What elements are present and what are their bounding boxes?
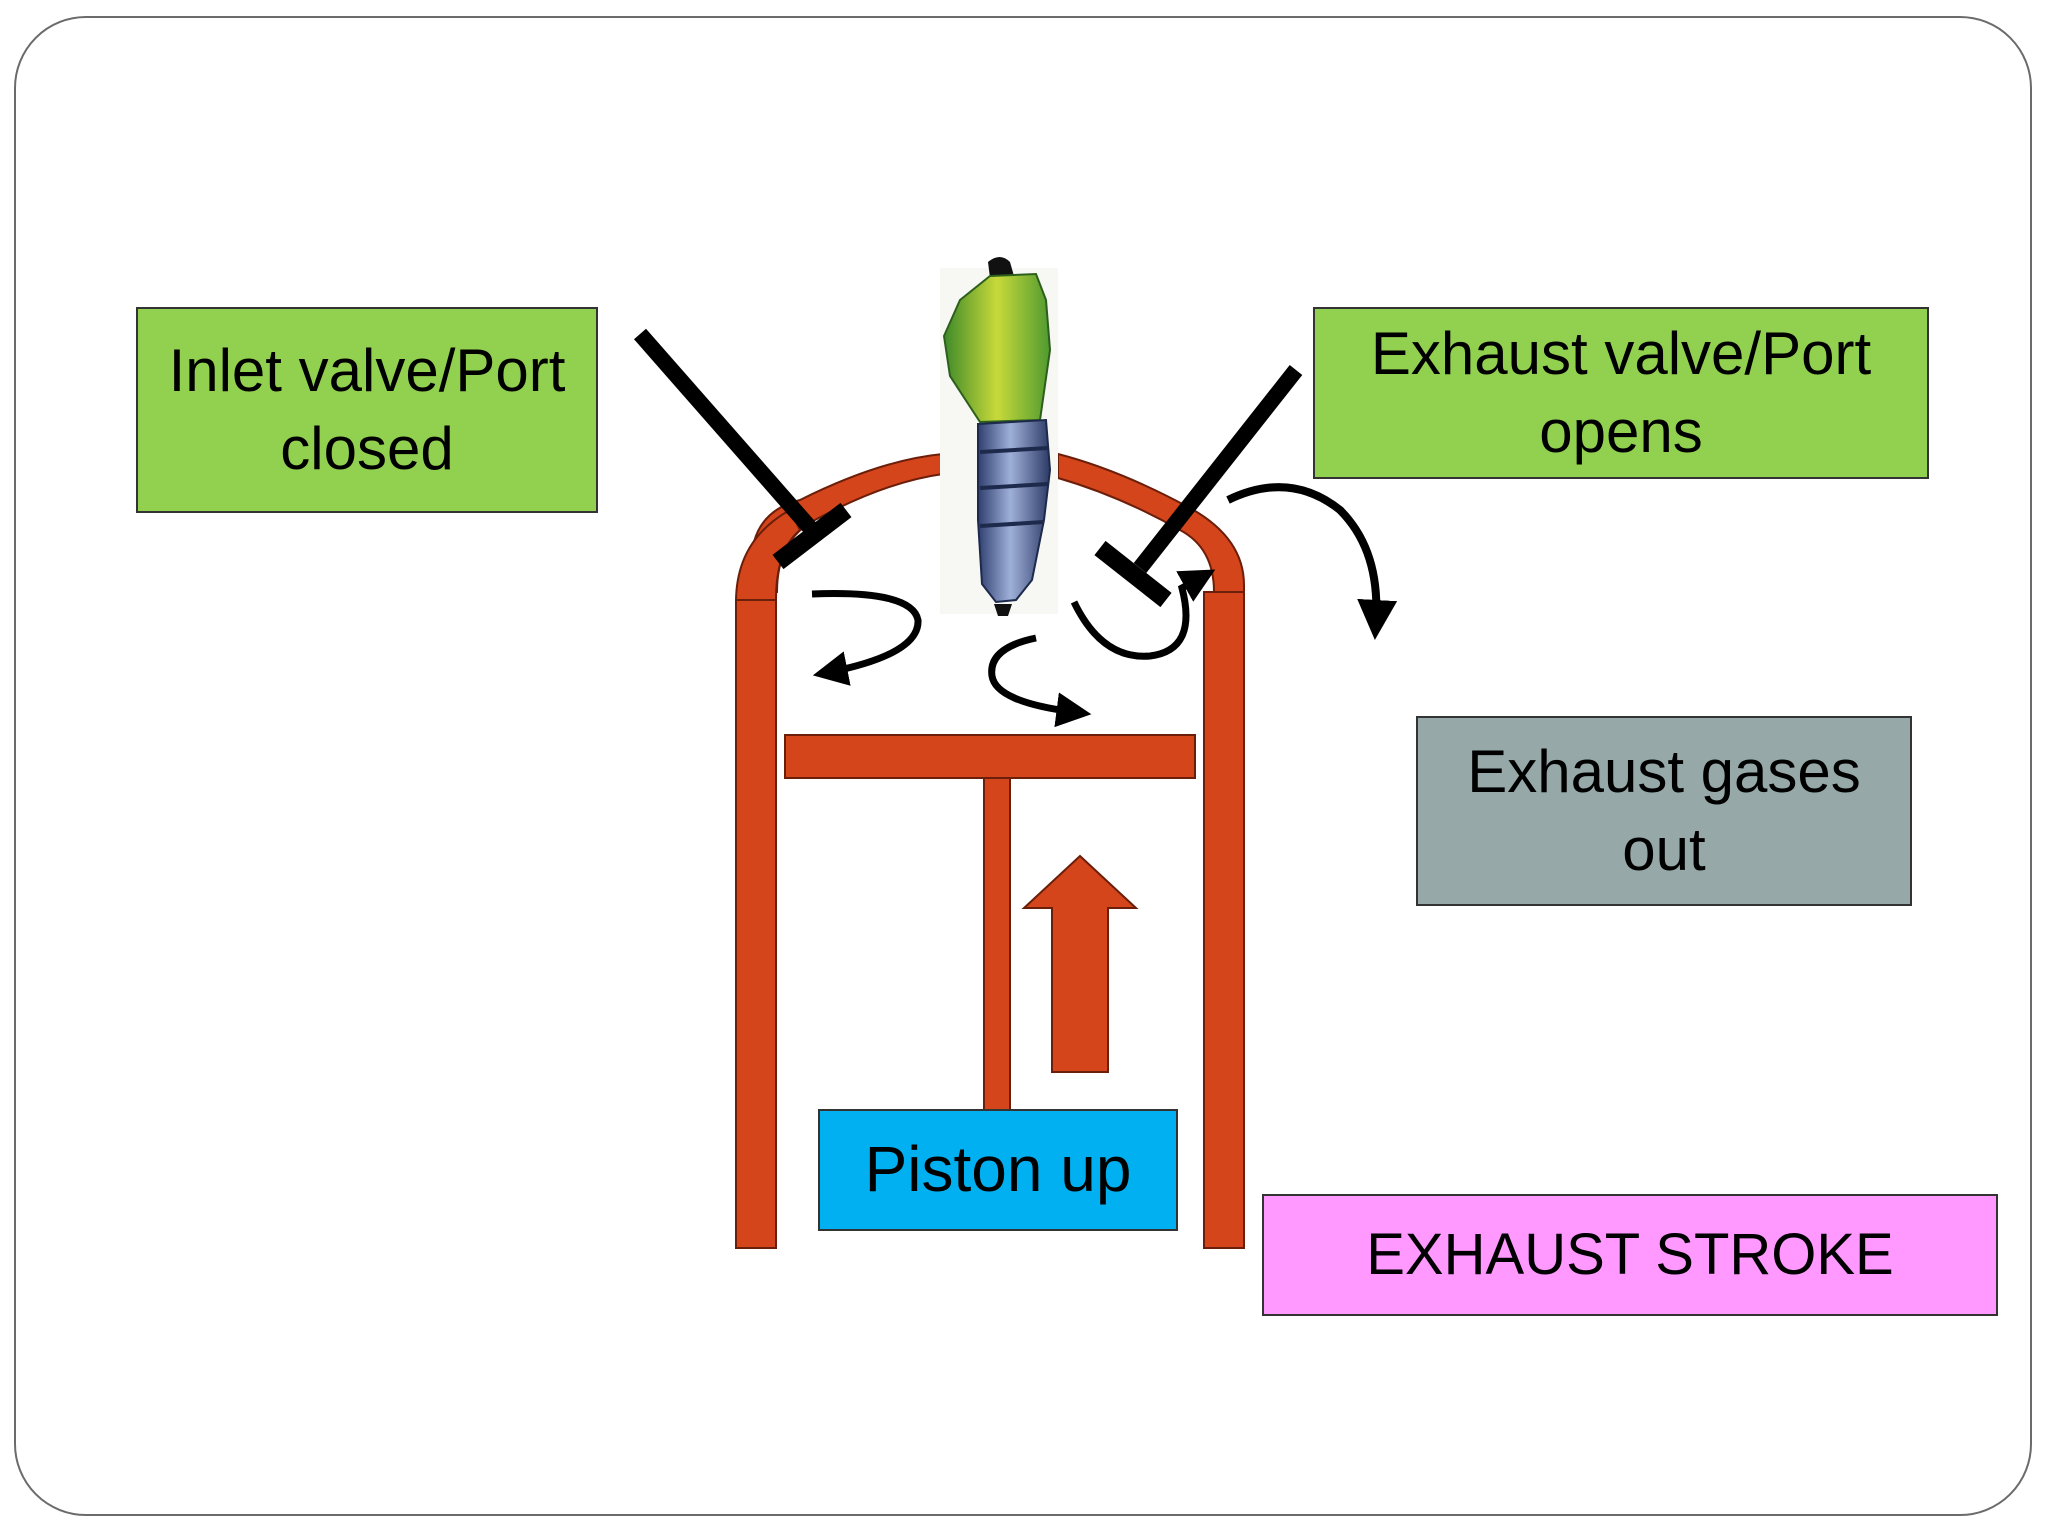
piston-rod	[983, 777, 1011, 1111]
cylinder-wall-right	[1203, 591, 1245, 1249]
swirl-arrow-center	[988, 634, 1092, 728]
cylinder-head-right	[1057, 452, 1245, 593]
inlet-valve-text: Inlet valve/Port closed	[168, 337, 566, 482]
exhaust-stroke-label: EXHAUST STROKE	[1262, 1194, 1998, 1316]
cylinder-wall-left	[735, 599, 777, 1249]
swirl-arrow-valve	[1070, 569, 1216, 660]
exhaust-valve-label: Exhaust valve/Port opens	[1313, 307, 1929, 479]
piston-crown	[784, 734, 1196, 779]
exhaust-valve-head	[1094, 540, 1172, 608]
exhaust-valve-stem	[1133, 365, 1303, 573]
exhaust-stroke-text: EXHAUST STROKE	[1366, 1222, 1894, 1288]
piston-up-text: Piston up	[864, 1133, 1132, 1206]
exhaust-gases-label: Exhaust gases out	[1416, 716, 1912, 906]
inlet-valve-head	[772, 502, 852, 570]
exhaust-out-arrow	[1226, 483, 1398, 640]
piston-up-label: Piston up	[818, 1109, 1178, 1231]
exhaust-valve-text: Exhaust valve/Port opens	[1370, 320, 1872, 465]
exhaust-gases-text: Exhaust gases out	[1467, 738, 1861, 883]
swirl-arrow-left	[811, 590, 922, 686]
piston-up-arrow	[1021, 854, 1139, 1073]
inlet-valve-label: Inlet valve/Port closed	[136, 307, 598, 513]
inlet-valve-stem	[633, 328, 819, 536]
fuel-injector-icon	[940, 257, 1058, 616]
